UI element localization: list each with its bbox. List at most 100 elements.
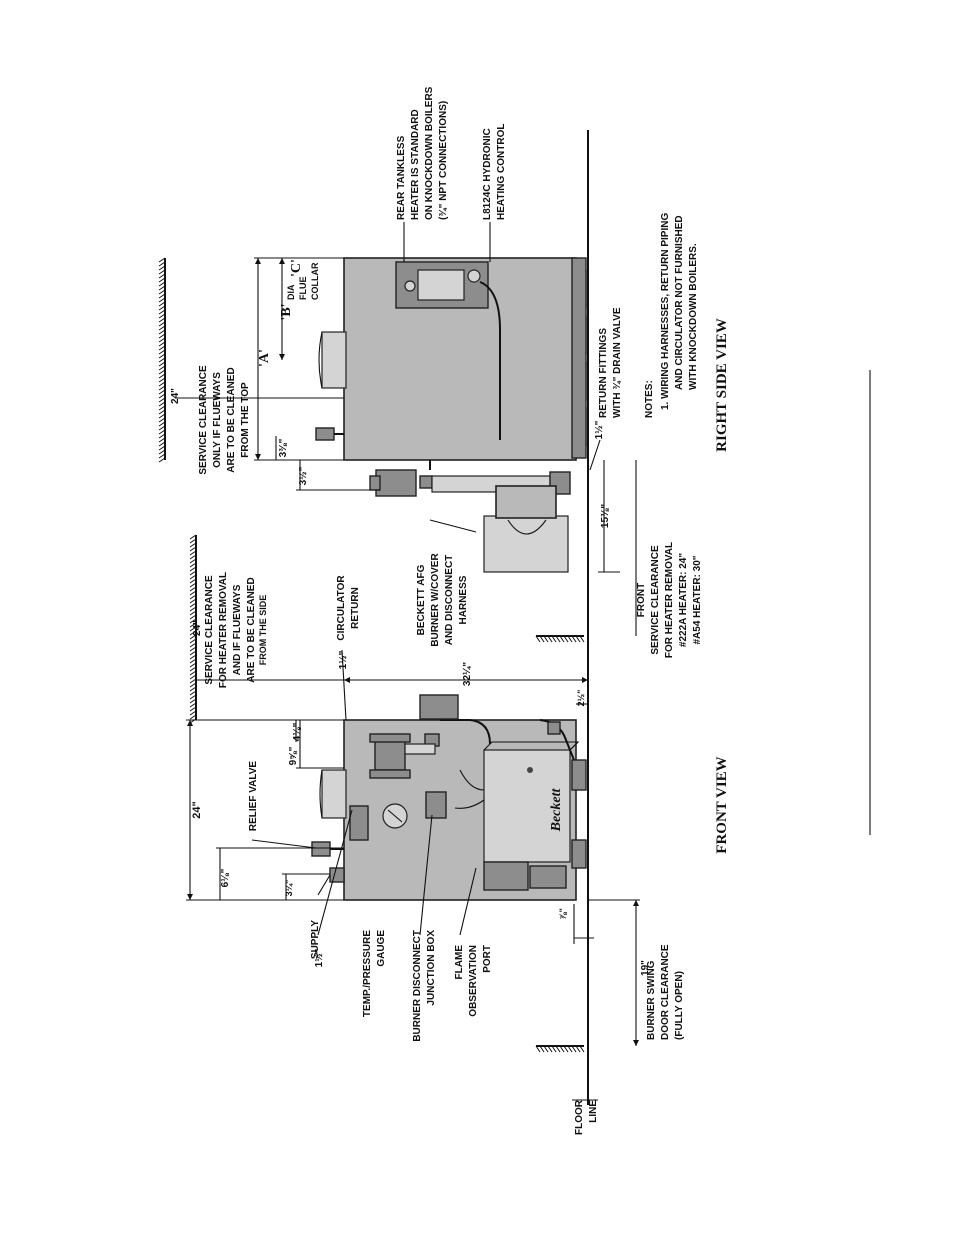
circulator-flange-top bbox=[369, 733, 411, 743]
hatch-mark bbox=[189, 570, 197, 576]
hatch-mark bbox=[158, 453, 166, 459]
gauge-needle bbox=[387, 809, 403, 823]
hatch-mark bbox=[543, 1045, 549, 1053]
hatch-mark bbox=[158, 277, 166, 283]
hatch-mark bbox=[189, 678, 197, 684]
hatch-mark bbox=[158, 269, 166, 275]
hatch-mark bbox=[158, 265, 166, 271]
svc-top-2: ONLY IF FLUEWAYS bbox=[212, 372, 223, 468]
arr-24-top bbox=[187, 720, 193, 726]
arr-24-bot bbox=[187, 894, 193, 900]
return-pipe bbox=[404, 743, 436, 755]
leader-return bbox=[589, 439, 601, 471]
hatch-mark bbox=[189, 630, 197, 636]
burner-pump bbox=[529, 865, 567, 889]
front-svc-4: #222A HEATER: 24" bbox=[678, 553, 689, 647]
hatch-mark bbox=[571, 635, 577, 643]
hatch-mark bbox=[551, 1045, 557, 1053]
relief-label: RELIEF VALVE bbox=[248, 761, 259, 832]
hatch-mark bbox=[158, 273, 166, 279]
dim-3q: 3¼" bbox=[284, 880, 294, 897]
hatch-mark bbox=[158, 313, 166, 319]
hatch-mark bbox=[567, 635, 573, 643]
arr-B-bot bbox=[279, 354, 285, 360]
hatch-mark bbox=[158, 393, 166, 399]
dim-19: 19" bbox=[640, 960, 651, 976]
hatch-mark bbox=[189, 690, 197, 696]
junction-label-2: JUNCTION BOX bbox=[426, 930, 437, 1006]
side-relief-valve bbox=[315, 427, 335, 441]
svc-top-3: ARE TO BE CLEANED bbox=[226, 367, 237, 472]
hatch-mark bbox=[563, 635, 569, 643]
front-view-top-wall bbox=[189, 534, 197, 724]
hatch-mark bbox=[158, 417, 166, 423]
flame-label-3: PORT bbox=[482, 945, 493, 973]
hatch-mark bbox=[158, 429, 166, 435]
hatch-mark bbox=[158, 437, 166, 443]
hatch-mark bbox=[158, 309, 166, 315]
circulator-fraction: 1½" bbox=[338, 650, 349, 669]
leader-circ bbox=[341, 649, 347, 721]
arr-19-bot bbox=[633, 1040, 639, 1046]
rear-label-3: ON KNOCKDOWN BOILERS bbox=[424, 86, 435, 220]
hatch-mark bbox=[559, 635, 565, 643]
dim-A-label: 'A' bbox=[257, 349, 272, 367]
side-flue-curve bbox=[318, 331, 323, 389]
burner-label-3: AND DISCONNECT bbox=[444, 555, 455, 646]
note-1-line-2: AND CIRCULATOR NOT FURNISHED bbox=[674, 215, 685, 390]
hatch-mark bbox=[189, 546, 197, 552]
hatch-mark bbox=[158, 257, 166, 263]
control-wire bbox=[479, 281, 501, 440]
return-label-1: RETURN FITTINGS bbox=[598, 328, 609, 418]
hatch-mark bbox=[158, 281, 166, 287]
dim-24-front: 24" bbox=[191, 801, 203, 818]
front-svc-3: FOR HEATER REMOVAL bbox=[664, 542, 675, 658]
l8124-label-2: HEATING CONTROL bbox=[496, 124, 507, 220]
hatch-mark bbox=[539, 1045, 545, 1053]
harness-wire bbox=[440, 719, 491, 745]
circulator-flange-bottom bbox=[369, 769, 411, 779]
leader-supply bbox=[317, 874, 331, 896]
leader-burner bbox=[429, 519, 477, 533]
side-circulator bbox=[375, 469, 417, 497]
dim-C-label: 'C' bbox=[289, 259, 304, 277]
hatch-mark bbox=[189, 702, 197, 708]
hatch-mark bbox=[189, 646, 197, 652]
hatch-mark bbox=[189, 642, 197, 648]
l8124-label-1: L8124C HYDRONIC bbox=[482, 128, 493, 220]
svc-top-1: SERVICE CLEARANCE bbox=[198, 365, 209, 475]
hatch-mark bbox=[158, 337, 166, 343]
swing-label-1: BURNER SWING bbox=[646, 960, 657, 1040]
supply-fraction: 1½" bbox=[314, 948, 325, 967]
return-fraction: 1½" bbox=[594, 420, 605, 439]
hatch-mark bbox=[158, 409, 166, 415]
svc-side-1: SERVICE CLEARANCE bbox=[204, 575, 215, 685]
dim-7: ⅞" bbox=[558, 908, 568, 920]
floor-wall-middle bbox=[535, 635, 585, 643]
front-flue-collar bbox=[321, 769, 347, 819]
hatch-mark bbox=[158, 289, 166, 295]
hatch-mark bbox=[567, 1045, 573, 1053]
hatch-mark bbox=[158, 345, 166, 351]
hatch-mark bbox=[158, 305, 166, 311]
hatch-mark bbox=[551, 635, 557, 643]
hatch-mark bbox=[189, 622, 197, 628]
hatch-mark bbox=[189, 658, 197, 664]
l8124c-control bbox=[467, 269, 481, 283]
collar-label: COLLAR bbox=[310, 262, 320, 300]
front-jacket-leg bbox=[571, 759, 587, 791]
relief-valve-body bbox=[311, 841, 331, 857]
hatch-mark bbox=[158, 349, 166, 355]
svc-side-3: AND IF FLUEWAYS bbox=[232, 584, 243, 675]
hatch-mark bbox=[189, 670, 197, 676]
burner-screw bbox=[527, 767, 533, 773]
hatch-mark bbox=[555, 635, 561, 643]
hatch-mark bbox=[189, 578, 197, 584]
supply-fitting bbox=[329, 867, 345, 883]
wire-loop bbox=[459, 769, 485, 791]
burner-edge bbox=[569, 741, 579, 751]
hatch-mark bbox=[539, 635, 545, 643]
rear-label-1: REAR TANKLESS bbox=[396, 135, 407, 220]
hatch-mark bbox=[579, 1045, 585, 1053]
hatch-mark bbox=[189, 650, 197, 656]
